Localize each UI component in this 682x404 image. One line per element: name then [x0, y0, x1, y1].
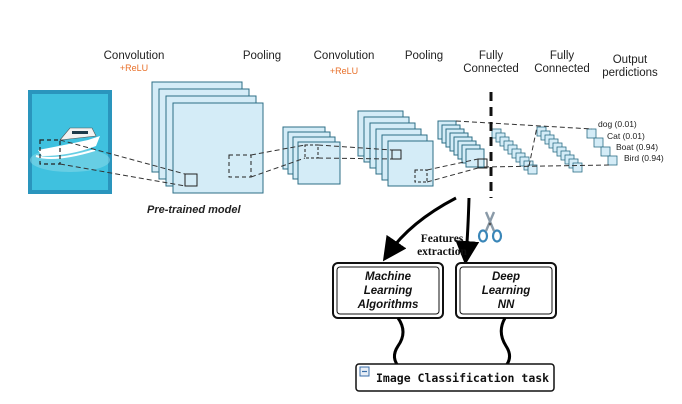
- pool2-layer-stack: [437, 120, 485, 168]
- pool1-layer-stack: [282, 126, 341, 185]
- task-label: Image Classification task: [376, 371, 550, 385]
- arrow-to-dl: [455, 197, 480, 265]
- prediction-boat: Boat (0.94): [616, 142, 659, 152]
- label-convolution-1: Convolution: [103, 50, 165, 62]
- label-convolution-2: Convolution: [313, 50, 375, 62]
- label-fc2-line2: Connected: [534, 63, 590, 75]
- pretrained-model-label: Pre-trained model: [147, 204, 241, 216]
- label-fc1-line2: Connected: [463, 63, 519, 75]
- ml-connector: [393, 317, 405, 370]
- conv2-layer-stack: [357, 110, 434, 187]
- pool1-dashed-box: [228, 154, 252, 178]
- dl-connector: [499, 317, 511, 370]
- fc2-layer-stack: [536, 126, 583, 173]
- conv1-layer-stack: [151, 81, 264, 194]
- dl-box: [455, 262, 557, 319]
- dl-box-line3: NN: [497, 299, 515, 311]
- input-boat-image: [28, 90, 112, 194]
- ml-box-line2: Learning: [363, 285, 413, 297]
- conv2-filter-box: [391, 149, 402, 160]
- ml-box-line1: Machine: [364, 271, 411, 283]
- pool2-filter-box: [477, 158, 488, 169]
- label-fc1-line1: Fully: [478, 50, 504, 62]
- features-label: Features: [420, 233, 464, 245]
- label-relu-1: +ReLU: [119, 63, 149, 73]
- minimize-icon: [359, 366, 370, 377]
- ml-box: [332, 262, 444, 319]
- dl-box-line2: Learning: [481, 285, 531, 297]
- label-output-line1: Output: [612, 54, 648, 66]
- ml-box-line3: Algorithms: [357, 299, 419, 311]
- extraction-label: extraction: [417, 246, 467, 258]
- conv1-filter-box: [184, 173, 198, 187]
- dl-box-line1: Deep: [491, 271, 521, 283]
- label-relu-2: +ReLU: [329, 66, 359, 76]
- pool2-dashed-box: [414, 169, 428, 183]
- label-pooling-1: Pooling: [242, 50, 282, 62]
- label-pooling-2: Pooling: [404, 50, 444, 62]
- fc1-layer-stack: [491, 128, 538, 175]
- arrow-to-ml: [382, 196, 457, 262]
- dashed-connectors: [59, 120, 613, 187]
- prediction-bird: Bird (0.94): [624, 153, 664, 163]
- prediction-cat: Cat (0.01): [607, 131, 645, 141]
- output-layer-stack: [586, 128, 618, 166]
- scissors-icon: [477, 211, 503, 243]
- conv2-dashed-box: [304, 144, 319, 159]
- prediction-dog: dog (0.01): [598, 119, 637, 129]
- label-output-line2: perdictions: [602, 67, 658, 79]
- task-box: [355, 363, 555, 392]
- label-fc2-line1: Fully: [549, 50, 575, 62]
